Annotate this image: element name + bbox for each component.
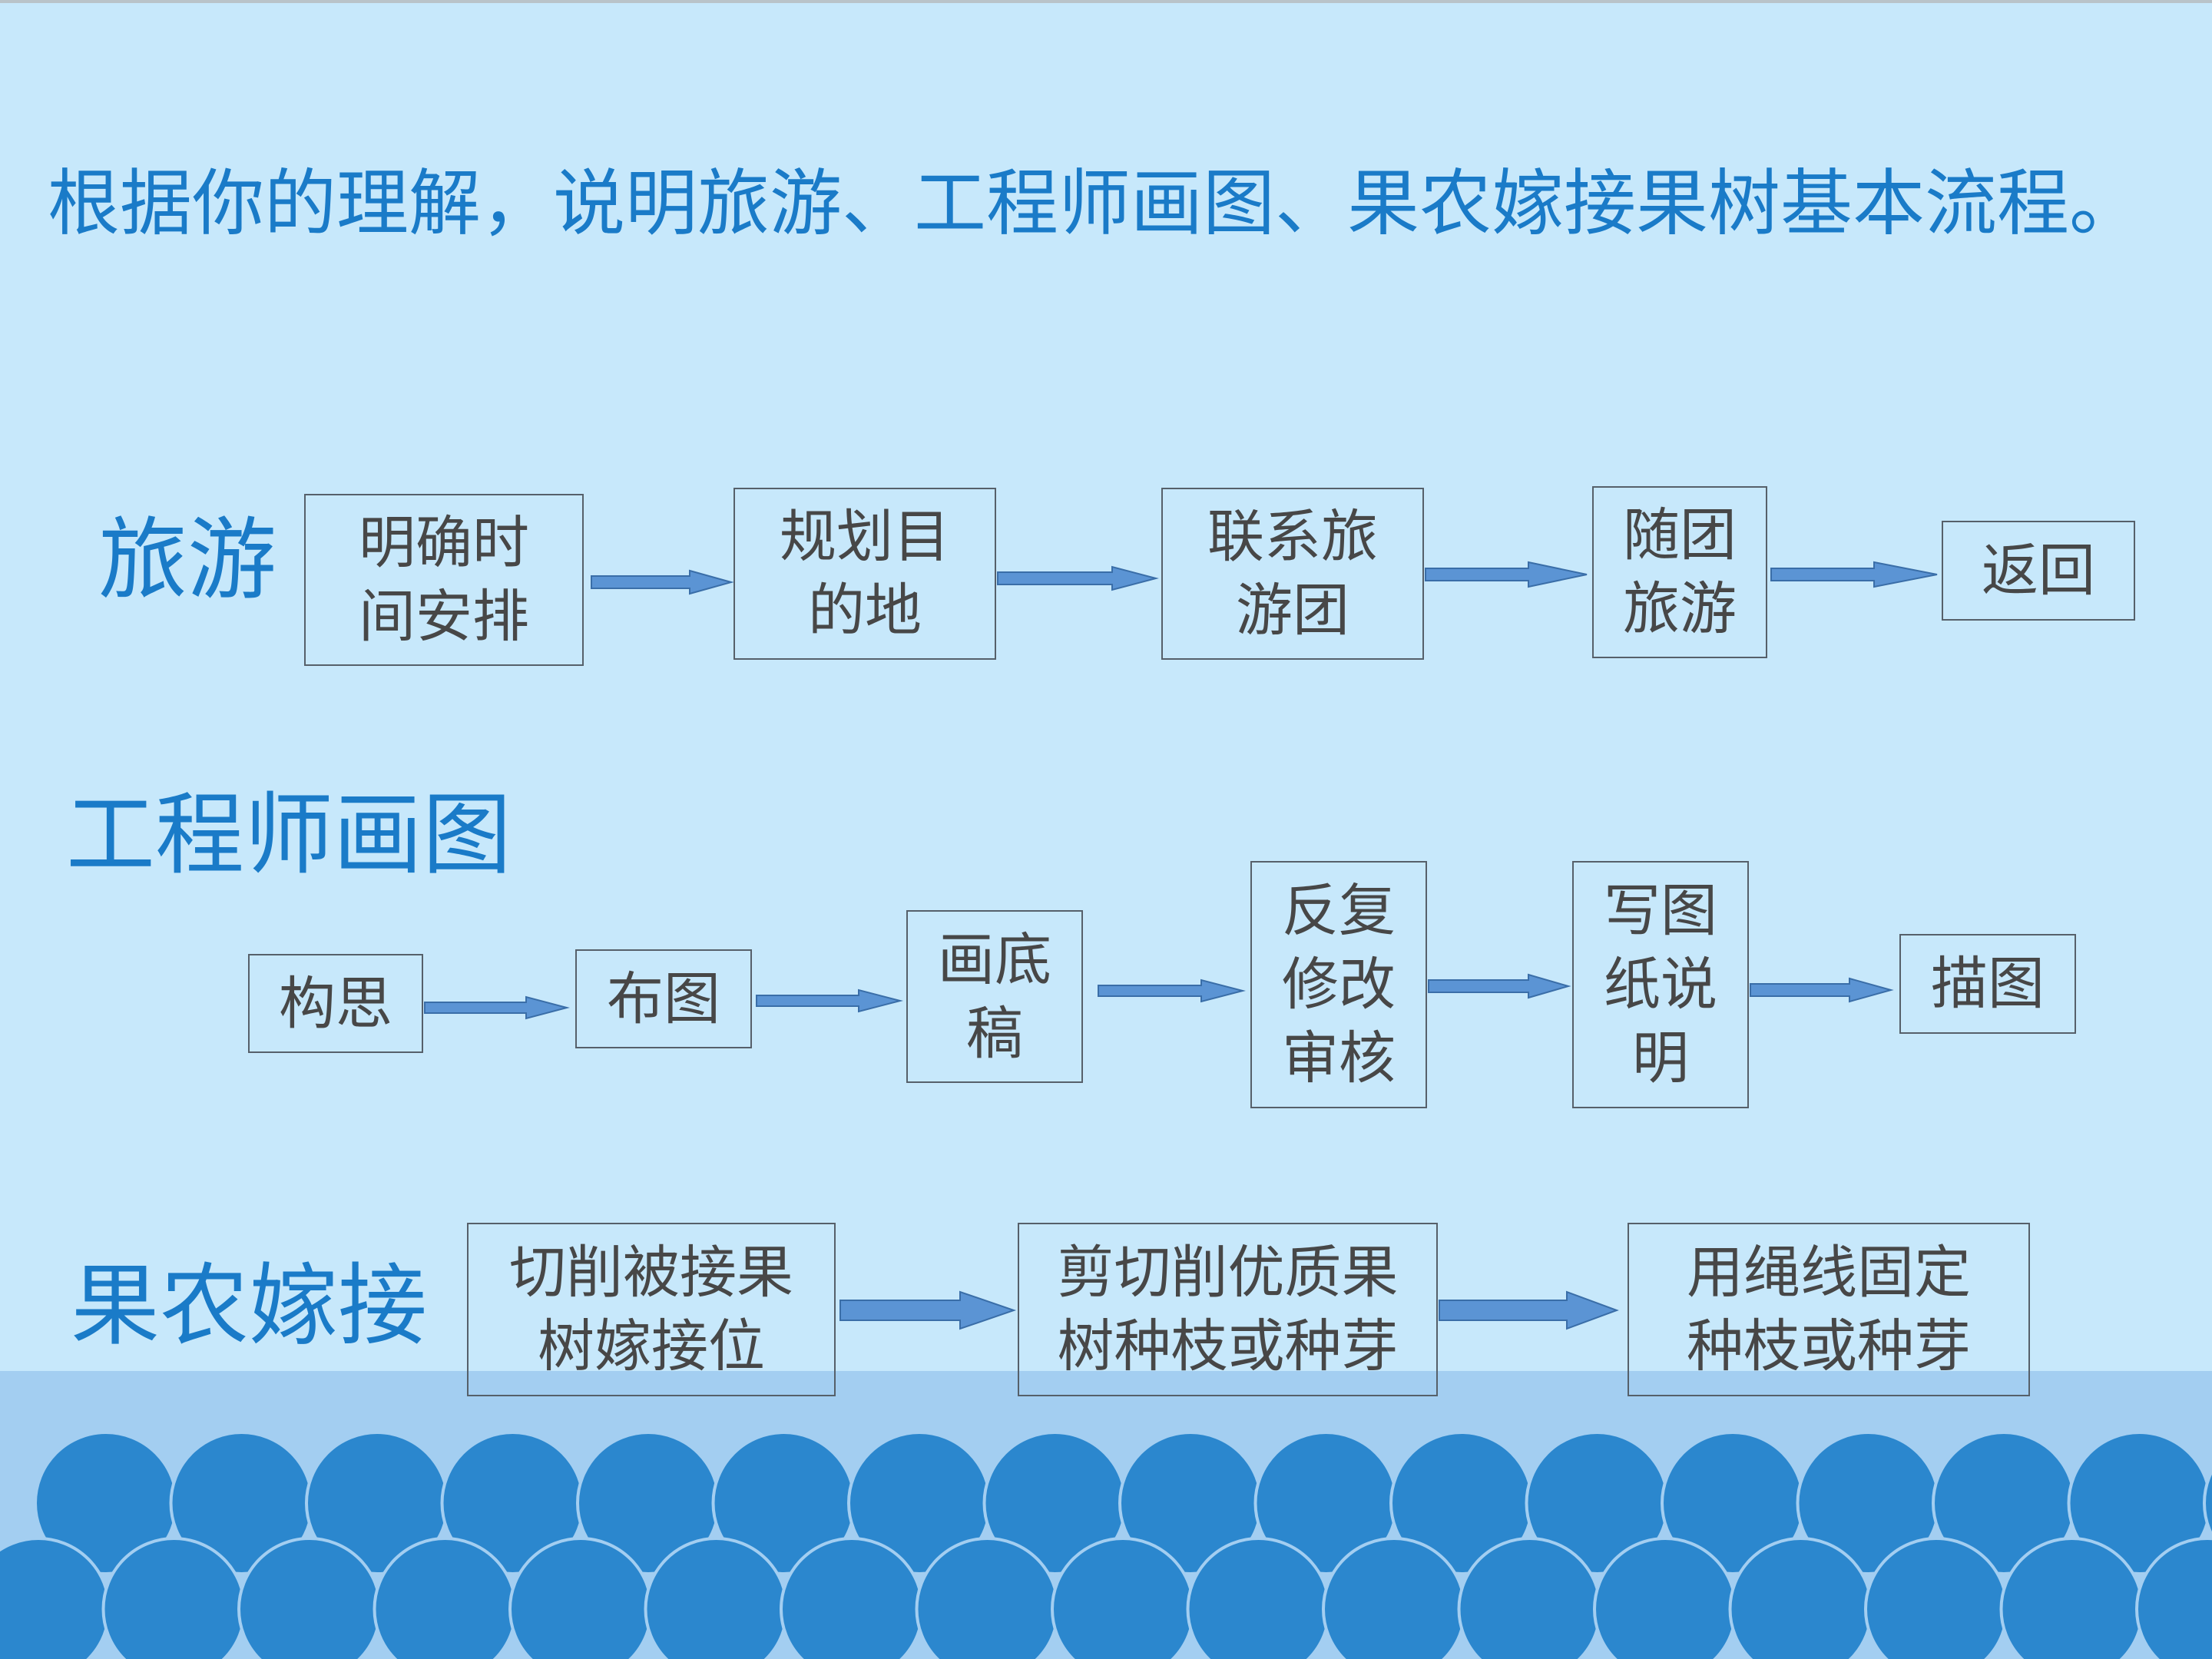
- row-label-engineer: 工程师画图: [66, 783, 512, 887]
- arrow-right-icon: [1428, 973, 1571, 999]
- travel-step-2: 规划目 的地: [733, 488, 996, 660]
- arrow-right-icon: [1439, 1290, 1619, 1330]
- engineer-step-1: 构思: [248, 954, 423, 1053]
- wave-decoration: [0, 1431, 2212, 1659]
- arrow-right-icon: [591, 569, 734, 595]
- arrow-right-icon: [839, 1290, 1017, 1330]
- top-border-line: [0, 0, 2212, 3]
- arrow-right-icon: [997, 565, 1159, 591]
- travel-step-5: 返回: [1942, 521, 2135, 621]
- engineer-step-2: 布图: [575, 949, 752, 1048]
- page-title: 根据你的理解，说明旅游、工程师画图、果农嫁接果树基本流程。: [48, 162, 2142, 246]
- travel-step-3: 联系旅 游团: [1161, 488, 1424, 660]
- travel-step-4: 随团 旅游: [1592, 486, 1767, 658]
- arrow-right-icon: [424, 995, 570, 1020]
- engineer-step-4: 反复 修改 审核: [1250, 861, 1427, 1108]
- grafting-step-3: 用绳线固定 种枝或种芽: [1628, 1223, 2030, 1396]
- engineer-step-3: 画底 稿: [906, 910, 1083, 1083]
- engineer-step-6: 描图: [1899, 934, 2076, 1034]
- row-label-travel: 旅游: [98, 508, 276, 612]
- arrow-right-icon: [756, 988, 903, 1013]
- arrow-right-icon: [1098, 979, 1246, 1003]
- grafting-step-2: 剪切削优质果 树种枝或种芽: [1018, 1223, 1438, 1396]
- row-label-grafting: 果农嫁接: [71, 1254, 427, 1358]
- grafting-step-1: 切削被接果 树嫁接位: [467, 1223, 836, 1396]
- arrow-right-icon: [1425, 561, 1588, 588]
- arrow-right-icon: [1750, 977, 1894, 1003]
- arrow-right-icon: [1770, 561, 1938, 588]
- engineer-step-5: 写图 纸说 明: [1572, 861, 1749, 1108]
- travel-step-1: 明确时 间安排: [304, 494, 584, 666]
